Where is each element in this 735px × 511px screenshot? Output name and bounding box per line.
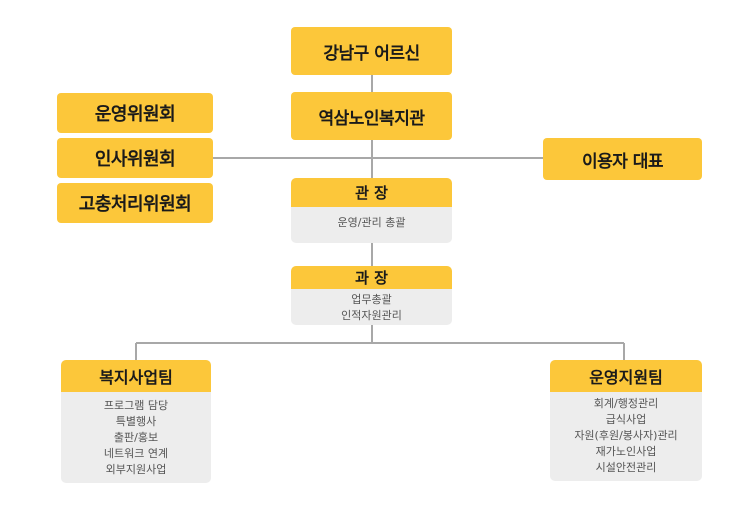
director-duty: 운영/관리 총괄 xyxy=(337,216,406,229)
team-duty: 외부지원사업 xyxy=(105,463,167,476)
director-card: 관 장 운영/관리 총괄 xyxy=(291,178,452,243)
manager-title: 과 장 xyxy=(291,266,452,289)
team-card-operations: 운영지원팀 회계/행정관리 급식사업 자원(후원/봉사자)관리 재가노인사업 시… xyxy=(550,360,702,481)
manager-card: 과 장 업무총괄 인적자원관리 xyxy=(291,266,452,325)
team-duty: 프로그램 담당 xyxy=(103,399,169,412)
manager-duty: 업무총괄 xyxy=(351,293,392,306)
top-box-gangnam: 강남구 어르신 xyxy=(291,27,452,75)
team-duty: 회계/행정관리 xyxy=(593,397,659,410)
team-title-welfare: 복지사업팀 xyxy=(61,360,211,392)
team-duty: 네트워크 연계 xyxy=(103,447,169,460)
committee-grievance: 고충처리위원회 xyxy=(57,183,213,223)
manager-duty: 인적자원관리 xyxy=(341,309,402,322)
team-duty: 자원(후원/봉사자)관리 xyxy=(574,429,678,442)
director-title: 관 장 xyxy=(291,178,452,207)
team-duty: 재가노인사업 xyxy=(595,445,657,458)
user-representative: 이용자 대표 xyxy=(543,138,702,180)
committee-operations: 운영위원회 xyxy=(57,93,213,133)
team-duty: 시설안전관리 xyxy=(595,461,657,474)
committee-personnel: 인사위원회 xyxy=(57,138,213,178)
team-title-operations: 운영지원팀 xyxy=(550,360,702,392)
team-duty: 출판/홍보 xyxy=(113,431,159,444)
center-box: 역삼노인복지관 xyxy=(291,92,452,140)
team-duty: 급식사업 xyxy=(605,413,647,426)
team-card-welfare: 복지사업팀 프로그램 담당 특별행사 출판/홍보 네트워크 연계 외부지원사업 xyxy=(61,360,211,483)
team-duty: 특별행사 xyxy=(115,415,157,428)
